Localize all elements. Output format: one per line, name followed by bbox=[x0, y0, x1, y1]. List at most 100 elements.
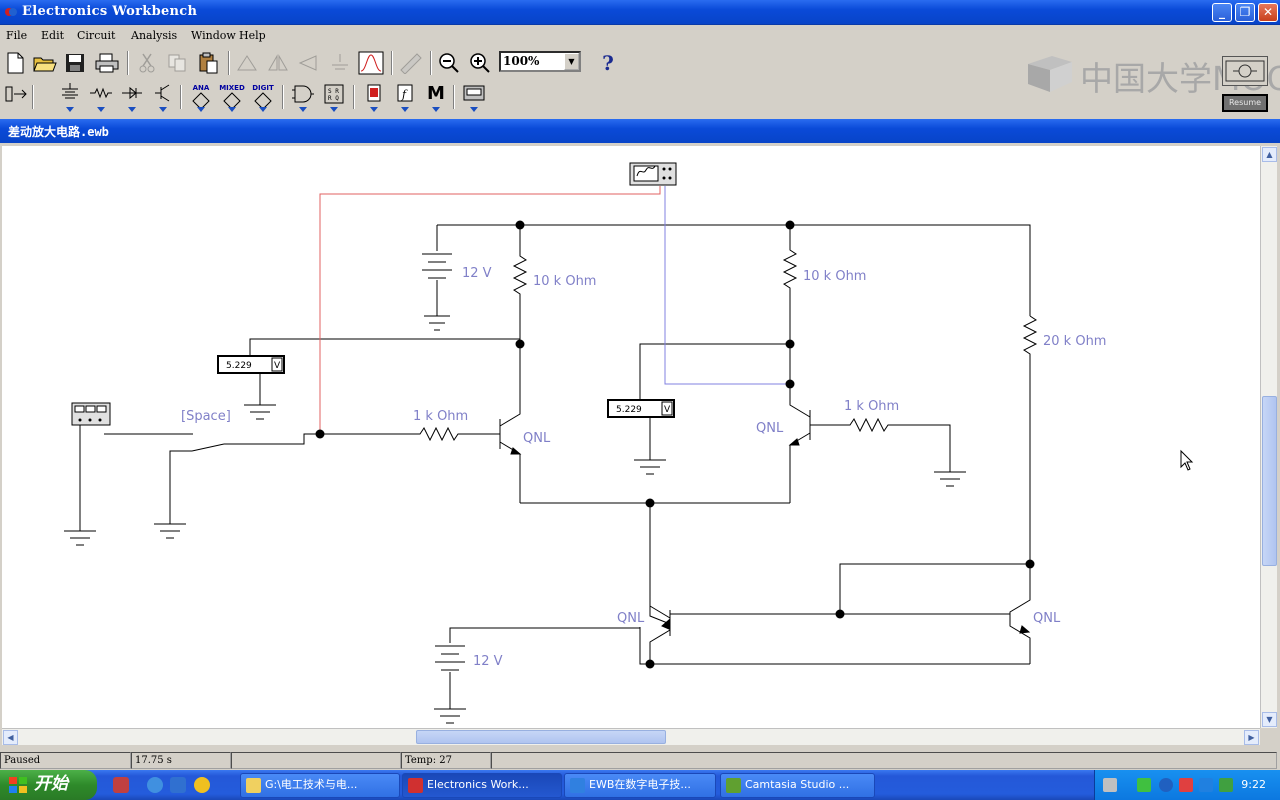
basic-icon[interactable] bbox=[87, 83, 115, 113]
minimize-button[interactable]: _ bbox=[1212, 3, 1232, 22]
flip-vertical-icon[interactable] bbox=[296, 50, 322, 76]
indicators-icon[interactable] bbox=[360, 83, 388, 113]
open-folder-icon[interactable] bbox=[32, 50, 58, 76]
subcircuit-icon[interactable] bbox=[398, 50, 424, 76]
menu-analysis[interactable]: Analysis bbox=[131, 29, 178, 42]
graph-icon[interactable] bbox=[358, 50, 384, 76]
oscilloscope-icon[interactable] bbox=[629, 162, 677, 186]
keyboard-icon[interactable] bbox=[1103, 778, 1117, 792]
transistors-icon[interactable] bbox=[149, 83, 177, 113]
voltmeter-right-reading: 5.229 bbox=[616, 405, 642, 415]
task-electronics-workbench[interactable]: Electronics Work... bbox=[402, 773, 562, 798]
label-r-base-right: 1 k Ohm bbox=[844, 399, 899, 414]
task-explorer[interactable]: G:\电工技术与电... bbox=[240, 773, 400, 798]
voltmeter-right[interactable] bbox=[607, 399, 675, 418]
start-button[interactable]: 开始 bbox=[0, 770, 97, 800]
folder-icon bbox=[246, 778, 261, 793]
status-time: 17.75 s bbox=[131, 752, 231, 769]
security-icon[interactable] bbox=[1219, 778, 1233, 792]
menu-edit[interactable]: Edit bbox=[41, 29, 65, 42]
instruments-icon[interactable] bbox=[460, 83, 488, 113]
menu-circuit[interactable]: Circuit bbox=[77, 29, 116, 42]
battery-top-symbol bbox=[422, 253, 452, 279]
scope-probe-blue bbox=[664, 186, 790, 385]
vertical-scroll-thumb[interactable] bbox=[1262, 396, 1277, 566]
resume-button[interactable]: Resume bbox=[1222, 94, 1268, 112]
scroll-down-icon[interactable]: ▼ bbox=[1262, 712, 1277, 727]
label-r-base-left: 1 k Ohm bbox=[413, 409, 468, 424]
diodes-icon[interactable] bbox=[118, 83, 146, 113]
sources-icon[interactable] bbox=[56, 83, 84, 113]
parts-label-digit: DIGIT bbox=[252, 84, 274, 92]
menu-file[interactable]: File bbox=[6, 29, 28, 42]
voltmeter-right-unit: V bbox=[664, 405, 671, 415]
transistor-right-body bbox=[789, 403, 811, 503]
ewb-app-icon[interactable] bbox=[4, 5, 18, 19]
network-icon[interactable] bbox=[1199, 778, 1213, 792]
voltmeter-left[interactable] bbox=[217, 355, 285, 374]
cut-icon[interactable] bbox=[134, 50, 160, 76]
start-label: 开始 bbox=[34, 774, 68, 794]
controls-icon[interactable]: f bbox=[391, 83, 419, 113]
function-generator-icon[interactable] bbox=[71, 402, 111, 426]
paste-icon[interactable] bbox=[195, 50, 221, 76]
component-properties-icon[interactable] bbox=[327, 50, 353, 76]
favorites-icon[interactable] bbox=[2, 83, 30, 113]
task-label: Electronics Work... bbox=[427, 778, 529, 791]
voltmeter-left-ground bbox=[244, 373, 276, 420]
save-icon[interactable] bbox=[62, 50, 88, 76]
expand-tray-icon[interactable] bbox=[1159, 778, 1173, 792]
mouse-cursor-icon bbox=[1180, 449, 1194, 471]
scroll-left-icon[interactable]: ◀ bbox=[3, 730, 18, 745]
logic-gates-icon[interactable] bbox=[289, 83, 317, 113]
copy-icon[interactable] bbox=[164, 50, 190, 76]
camtasia-icon bbox=[726, 778, 741, 793]
tray-app-icon[interactable] bbox=[1179, 778, 1193, 792]
chevron-down-icon[interactable]: ▼ bbox=[564, 53, 579, 70]
svg-text:S R: S R bbox=[328, 88, 339, 95]
quicklaunch-media-icon[interactable] bbox=[194, 777, 210, 793]
scroll-right-icon[interactable]: ▶ bbox=[1244, 730, 1259, 745]
task-camtasia[interactable]: Camtasia Studio ... bbox=[720, 773, 875, 798]
status-bar: Paused 17.75 s Temp: 27 bbox=[0, 751, 1280, 770]
battery-icon[interactable] bbox=[1137, 778, 1151, 792]
status-info bbox=[491, 752, 1277, 769]
new-file-icon[interactable] bbox=[2, 50, 28, 76]
voltmeter-left-reading: 5.229 bbox=[226, 361, 252, 371]
label-switch-key: [Space] bbox=[181, 409, 231, 424]
scroll-up-icon[interactable]: ▲ bbox=[1262, 147, 1277, 162]
miscellaneous-icon[interactable]: M bbox=[422, 83, 450, 113]
menu-help[interactable]: Help bbox=[239, 29, 266, 42]
ie-quicklaunch-icon[interactable] bbox=[147, 777, 163, 793]
zoom-value: 100% bbox=[503, 54, 540, 68]
svg-text:f: f bbox=[401, 88, 408, 101]
mixed-ics-icon[interactable]: MIXED bbox=[218, 83, 246, 113]
rotate-icon[interactable] bbox=[234, 50, 260, 76]
activate-switch[interactable] bbox=[1222, 56, 1268, 86]
maximize-button[interactable]: ❐ bbox=[1235, 3, 1255, 22]
window-title: Electronics Workbench bbox=[22, 4, 198, 19]
analog-ics-icon[interactable]: ANA bbox=[187, 83, 215, 113]
close-button[interactable]: ✕ bbox=[1258, 3, 1278, 22]
quicklaunch-browser-icon[interactable] bbox=[170, 777, 186, 793]
digital-ics-icon[interactable]: DIGIT bbox=[249, 83, 277, 113]
horizontal-scrollbar[interactable]: ◀ ▶ bbox=[2, 728, 1260, 745]
menu-window[interactable]: Window bbox=[191, 29, 236, 42]
help-button[interactable]: ? bbox=[602, 51, 614, 75]
print-icon[interactable] bbox=[94, 50, 120, 76]
task-ie[interactable]: EWB在数字电子技... bbox=[564, 773, 716, 798]
circuit-canvas[interactable]: 5.229 V 5.229 V 12 V 10 k Ohm 10 k Ohm 2… bbox=[2, 146, 1260, 728]
zoom-select[interactable]: 100% ▼ bbox=[499, 51, 581, 72]
label-r-collector-left: 10 k Ohm bbox=[533, 274, 596, 289]
vertical-scrollbar[interactable]: ▲ ▼ bbox=[1260, 146, 1277, 728]
flip-horizontal-icon[interactable] bbox=[265, 50, 291, 76]
quicklaunch-app-icon[interactable] bbox=[113, 777, 129, 793]
taskbar: 开始 G:\电工技术与电... Electronics Work... EWB在… bbox=[0, 770, 1280, 800]
status-temp: Temp: 27 bbox=[401, 752, 491, 769]
zoom-out-icon[interactable] bbox=[436, 50, 462, 76]
zoom-in-icon[interactable] bbox=[467, 50, 493, 76]
horizontal-scroll-thumb[interactable] bbox=[416, 730, 666, 744]
